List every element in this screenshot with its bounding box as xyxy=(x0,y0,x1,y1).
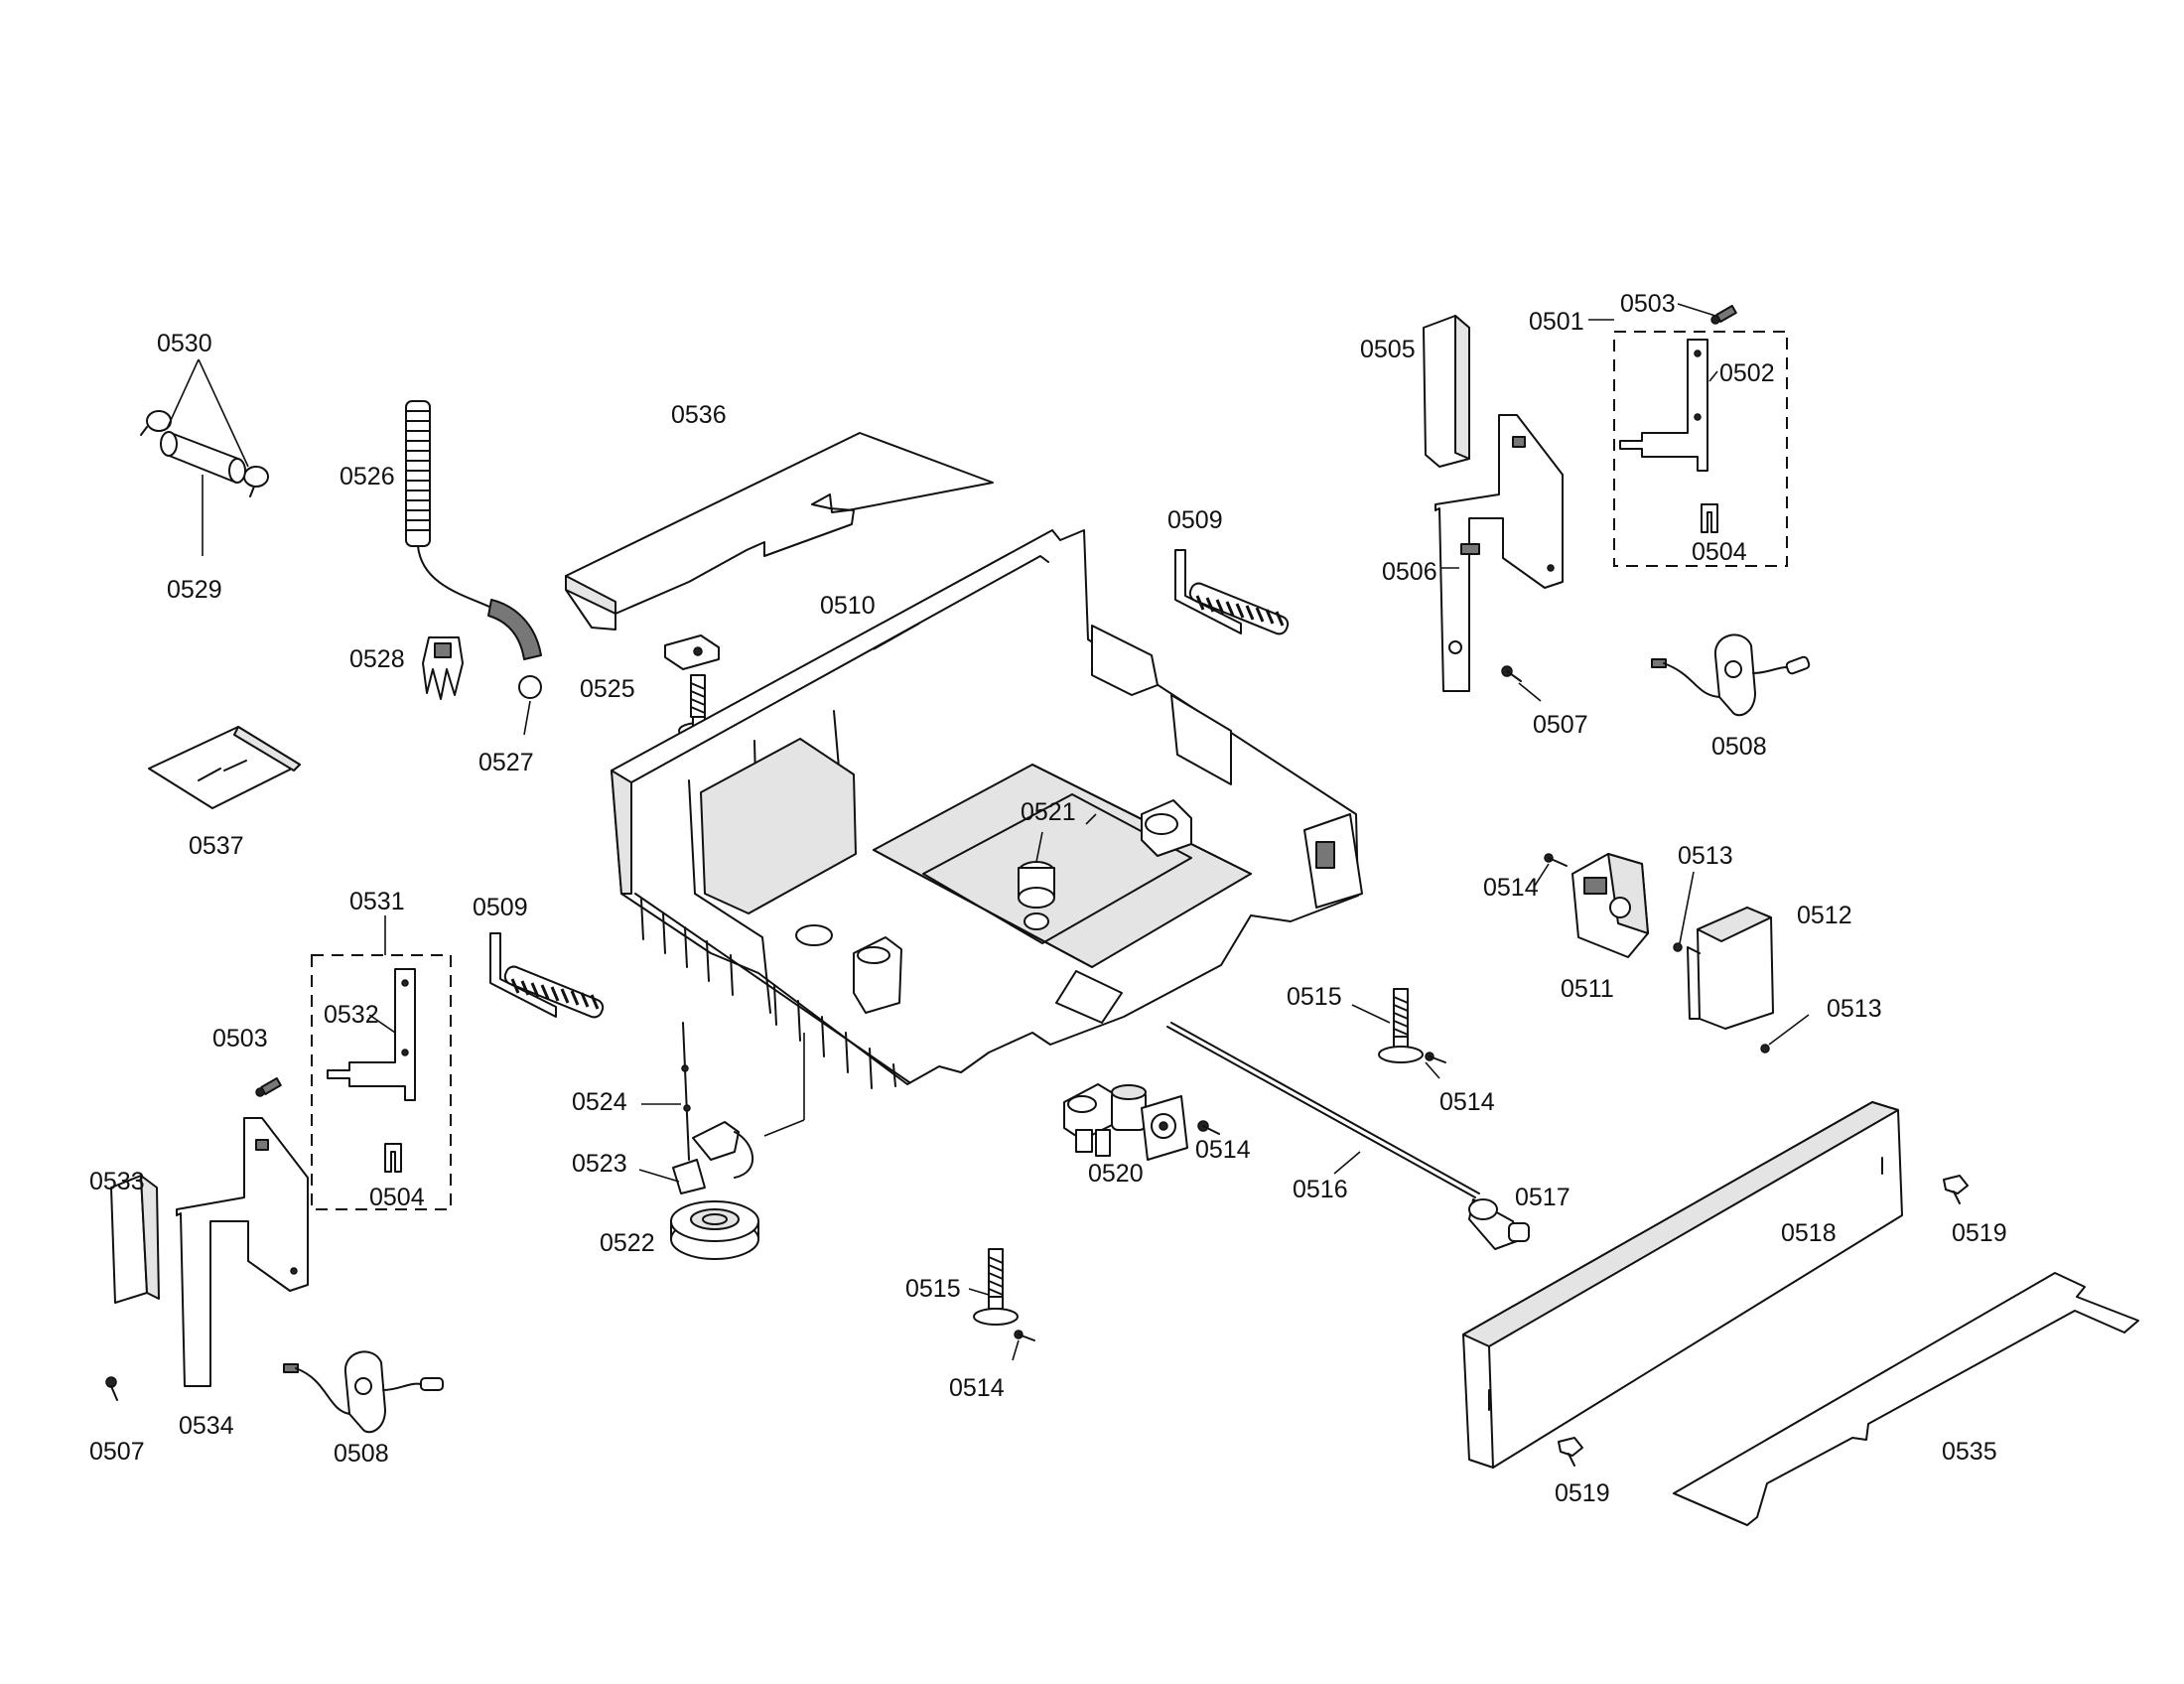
label-0517: 0517 xyxy=(1515,1184,1570,1211)
label-0508-left: 0508 xyxy=(334,1440,389,1468)
label-0514-housing: 0514 xyxy=(1483,874,1539,902)
label-0515-right: 0515 xyxy=(1287,983,1342,1011)
control-housing-part xyxy=(1571,853,1649,958)
label-0520: 0520 xyxy=(1088,1160,1144,1188)
screw-part xyxy=(1014,1330,1035,1341)
label-0504-left: 0504 xyxy=(369,1184,425,1211)
label-0503-right: 0503 xyxy=(1620,290,1676,318)
label-0524: 0524 xyxy=(572,1088,627,1116)
label-0529: 0529 xyxy=(167,576,222,604)
label-0522: 0522 xyxy=(600,1229,655,1257)
screw-part xyxy=(1425,1052,1446,1063)
retainer-clip-part xyxy=(1701,503,1718,533)
hose-holder-part xyxy=(422,636,464,700)
label-0530: 0530 xyxy=(157,330,212,357)
screw-part xyxy=(1760,1044,1770,1053)
label-0519-bottom: 0519 xyxy=(1555,1479,1610,1507)
base-panel-part xyxy=(565,432,994,631)
screw-part xyxy=(1943,1175,1969,1204)
label-0532: 0532 xyxy=(324,1001,379,1029)
label-0518: 0518 xyxy=(1781,1219,1837,1247)
retainer-clip-part xyxy=(384,1143,402,1173)
counterweight-part xyxy=(283,1350,444,1434)
label-0512: 0512 xyxy=(1797,902,1852,929)
hinge-cover-part xyxy=(1423,315,1470,468)
control-cover-part xyxy=(1687,907,1774,1030)
label-0509-right: 0509 xyxy=(1167,506,1223,534)
label-0514-foot: 0514 xyxy=(1439,1088,1495,1116)
hinge-bracket-part xyxy=(1619,339,1708,472)
push-rod-part xyxy=(1166,1022,1480,1198)
kick-plate-part xyxy=(1462,1101,1903,1469)
leveling-foot-part xyxy=(1378,988,1424,1063)
label-0526: 0526 xyxy=(340,463,395,491)
label-0525: 0525 xyxy=(580,675,635,703)
screw-part xyxy=(255,1077,282,1097)
hinge-bracket-part xyxy=(327,968,416,1101)
hose-connector-part xyxy=(160,431,246,484)
leveling-foot-part xyxy=(973,1248,1019,1326)
label-0507-left: 0507 xyxy=(89,1438,145,1466)
heater-sensor-part xyxy=(672,1022,753,1194)
label-0531: 0531 xyxy=(349,888,405,915)
label-0523: 0523 xyxy=(572,1150,627,1178)
label-0511: 0511 xyxy=(1561,975,1614,1003)
label-0534: 0534 xyxy=(179,1412,234,1440)
screw-part xyxy=(1673,942,1683,952)
screw-part xyxy=(1197,1120,1220,1135)
hardware-bag-part xyxy=(148,726,301,809)
knob-part xyxy=(1468,1198,1530,1250)
float-part xyxy=(670,1200,759,1260)
screw-part xyxy=(1710,305,1737,325)
label-0506: 0506 xyxy=(1382,558,1437,586)
label-0513-bottom: 0513 xyxy=(1827,995,1882,1023)
label-0515-center: 0515 xyxy=(905,1275,961,1303)
label-0527: 0527 xyxy=(478,749,534,776)
label-0505: 0505 xyxy=(1360,336,1416,363)
label-0521: 0521 xyxy=(1021,798,1076,826)
label-0510: 0510 xyxy=(820,592,876,620)
label-0504-right: 0504 xyxy=(1692,538,1747,566)
label-0519-right: 0519 xyxy=(1952,1219,2007,1247)
label-0501: 0501 xyxy=(1529,308,1584,336)
hinge-plate-part xyxy=(1434,414,1564,692)
label-0528: 0528 xyxy=(349,645,405,673)
label-0536: 0536 xyxy=(671,401,727,429)
label-0508-right: 0508 xyxy=(1711,733,1767,761)
spring-part xyxy=(1174,549,1290,635)
inlet-valve-part xyxy=(1063,1083,1188,1161)
float-switch-part xyxy=(664,634,720,670)
counterweight-part xyxy=(1651,633,1811,717)
screw-part xyxy=(1558,1437,1583,1467)
label-0509-left: 0509 xyxy=(473,894,528,921)
screw-part xyxy=(1544,853,1568,867)
label-0537: 0537 xyxy=(189,832,244,860)
corrugated-hose-part xyxy=(405,400,542,699)
spring-part xyxy=(489,932,605,1019)
label-0502: 0502 xyxy=(1719,359,1775,387)
screw-part xyxy=(105,1376,118,1401)
label-0503-left: 0503 xyxy=(212,1025,268,1052)
screw-part xyxy=(1501,665,1522,682)
label-0533: 0533 xyxy=(89,1168,145,1195)
label-0516: 0516 xyxy=(1293,1176,1348,1203)
label-0514-center: 0514 xyxy=(949,1374,1005,1402)
label-0514-valve: 0514 xyxy=(1195,1136,1251,1164)
part-labels: 0530 0529 0526 0528 0527 0537 0536 0510 … xyxy=(89,290,2007,1507)
label-0535: 0535 xyxy=(1942,1438,1997,1466)
base-tub-part xyxy=(611,529,1363,1089)
toe-kick-part xyxy=(1673,1272,2139,1526)
label-0507-right: 0507 xyxy=(1533,711,1588,739)
hinge-cover-part xyxy=(110,1175,160,1304)
label-0513-top: 0513 xyxy=(1678,842,1733,870)
hinge-plate-part xyxy=(176,1117,309,1387)
